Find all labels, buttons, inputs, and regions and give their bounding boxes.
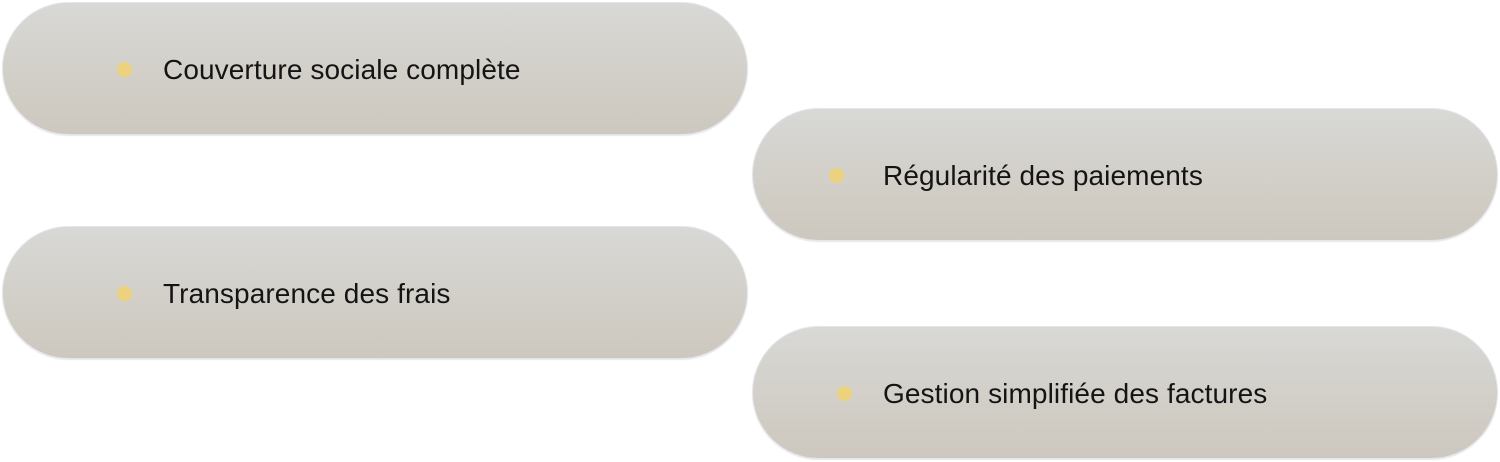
benefit-label: Transparence des frais bbox=[163, 278, 451, 309]
benefit-label: Régularité des paiements bbox=[883, 160, 1203, 191]
benefit-label: Couverture sociale complète bbox=[163, 54, 521, 85]
benefit-card-fee-transparency: Transparence des frais bbox=[2, 226, 748, 359]
dot-icon bbox=[117, 62, 132, 77]
benefit-card-invoice-management: Gestion simplifiée des factures bbox=[752, 326, 1498, 459]
dot-icon bbox=[117, 286, 132, 301]
dot-icon bbox=[829, 168, 844, 183]
dot-icon bbox=[837, 386, 852, 401]
benefit-card-social-coverage: Couverture sociale complète bbox=[2, 2, 748, 135]
benefit-label: Gestion simplifiée des factures bbox=[883, 378, 1268, 409]
benefit-card-payment-regularity: Régularité des paiements bbox=[752, 108, 1498, 241]
